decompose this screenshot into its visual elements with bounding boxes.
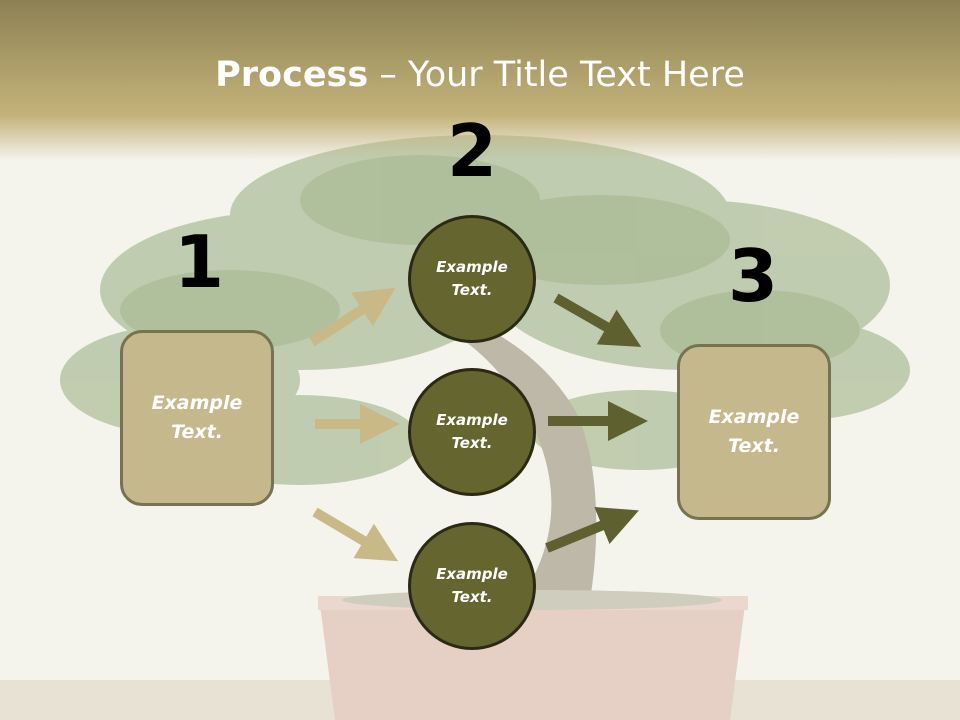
step-number-1: 1: [173, 220, 225, 304]
circle-top: Example Text.: [408, 215, 536, 343]
title-rest: – Your Title Text Here: [368, 55, 745, 95]
circle-top-text: Example Text.: [436, 258, 508, 299]
circle-middle-text: Example Text.: [436, 411, 508, 452]
circle-middle: Example Text.: [408, 368, 536, 496]
left-text-box: Example Text.: [120, 330, 274, 506]
circle-bottom: Example Text.: [408, 522, 536, 650]
circle-bottom-text: Example Text.: [436, 565, 508, 606]
right-text-box: Example Text.: [677, 344, 831, 520]
left-box-text: Example Text.: [151, 392, 243, 443]
right-box-text: Example Text.: [708, 406, 800, 457]
step-number-3: 3: [727, 234, 779, 318]
slide-title: Process – Your Title Text Here: [0, 52, 960, 98]
title-bold: Process: [215, 55, 369, 95]
step-number-2: 2: [446, 109, 498, 193]
title-band: [0, 0, 960, 160]
